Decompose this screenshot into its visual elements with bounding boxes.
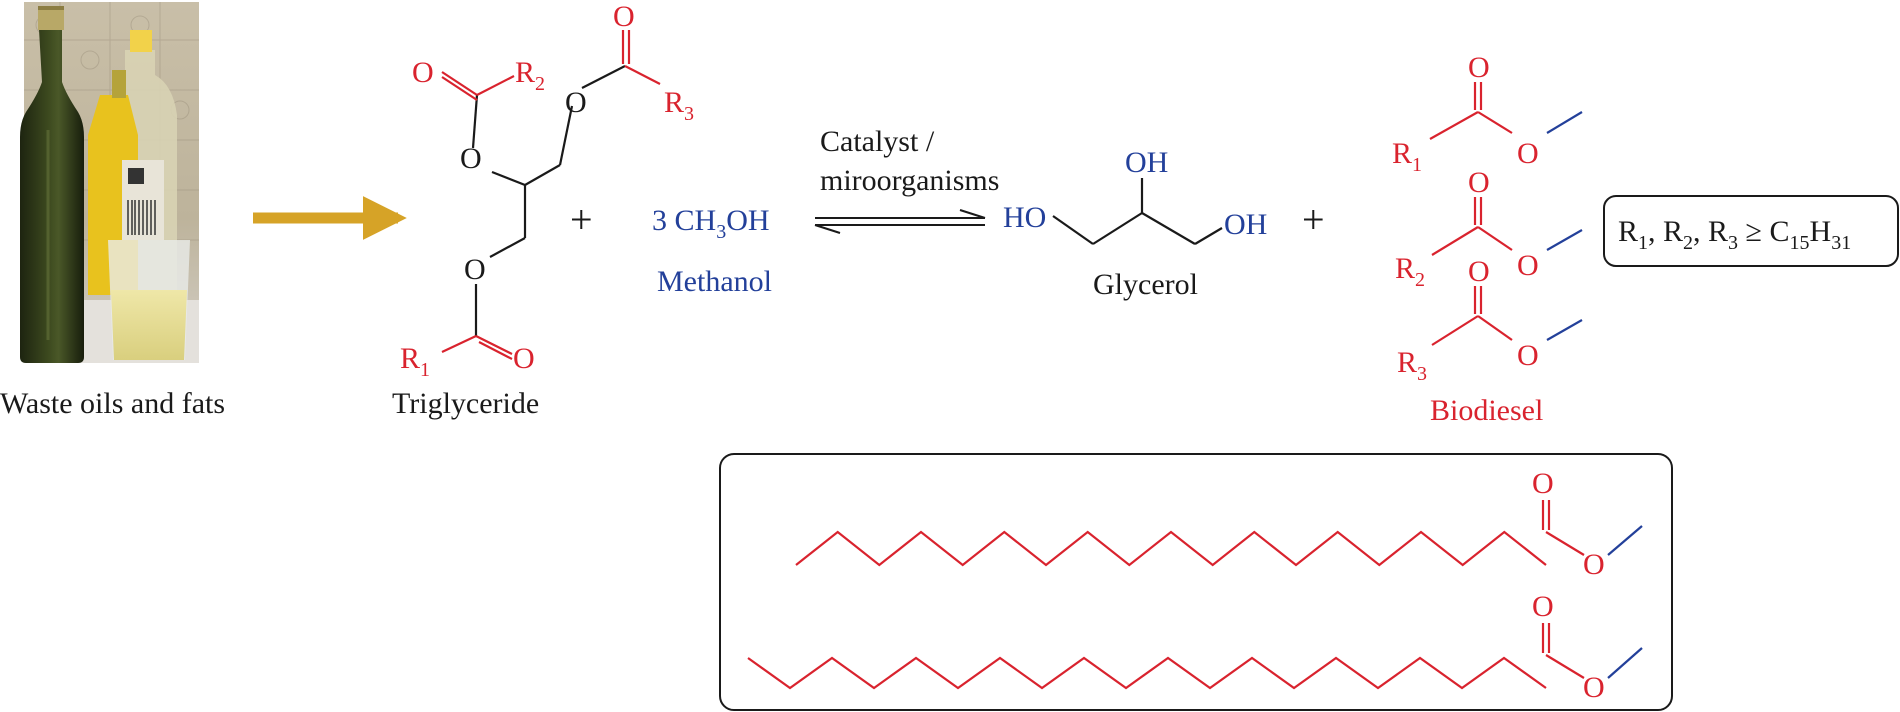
biodiesel-name: Biodiesel	[1430, 394, 1543, 427]
glycerol-oh-top: OH	[1125, 146, 1168, 179]
triglyceride-labels: O O O O O O R2 R3 R1	[400, 0, 694, 381]
conditions-line1: Catalyst /	[820, 125, 935, 158]
atom-o: O	[412, 56, 434, 89]
atom-o: O	[1532, 467, 1554, 500]
fatty-ester-box	[719, 453, 1673, 711]
r1-group: R1	[400, 342, 430, 381]
atom-o: O	[1517, 339, 1539, 372]
biodiesel-structures	[1429, 82, 1583, 346]
atom-o: O	[1517, 249, 1539, 282]
plus-sign: +	[1302, 197, 1325, 242]
triglyceride-structure	[441, 30, 661, 360]
conditions-line2: miroorganisms	[820, 164, 999, 197]
photo-caption: Waste oils and fats	[0, 387, 225, 420]
atom-o: O	[565, 86, 587, 119]
r-condition-text: R1, R2, R3 ≥ C15H31	[1618, 215, 1851, 254]
atom-o: O	[1517, 137, 1539, 170]
plus-sign: +	[570, 197, 593, 242]
glycerol-ho-left: HO	[1003, 201, 1046, 234]
methanol-formula: 3 CH3OH	[652, 204, 770, 243]
equilibrium-arrow	[814, 209, 986, 234]
chain-labels: O O O O	[1532, 467, 1605, 704]
atom-o: O	[1532, 590, 1554, 623]
methanol-name: Methanol	[657, 265, 772, 298]
biodiesel-labels: O O O O O O R1 R2 R3	[1392, 51, 1539, 385]
r-condition-box	[1603, 195, 1899, 267]
atom-o: O	[464, 253, 486, 286]
r2-group: R2	[1395, 252, 1425, 291]
atom-o: O	[513, 342, 535, 375]
triglyceride-name: Triglyceride	[392, 387, 539, 420]
atom-o: O	[1583, 671, 1605, 704]
r1-group: R1	[1392, 137, 1422, 176]
glycerol-structure	[1052, 178, 1223, 245]
fatty-ester-chains	[747, 500, 1643, 690]
atom-o: O	[1468, 255, 1490, 288]
r3-group: R3	[1397, 346, 1427, 385]
r3-group: R3	[664, 86, 694, 125]
glycerol-oh-right: OH	[1224, 208, 1267, 241]
glycerol-name: Glycerol	[1093, 268, 1198, 301]
atom-o: O	[613, 0, 635, 33]
waste-oil-photo	[20, 2, 199, 363]
r2-group: R2	[515, 56, 545, 95]
atom-o: O	[1583, 548, 1605, 581]
atom-o: O	[1468, 166, 1490, 199]
atom-o: O	[460, 142, 482, 175]
atom-o: O	[1468, 51, 1490, 84]
